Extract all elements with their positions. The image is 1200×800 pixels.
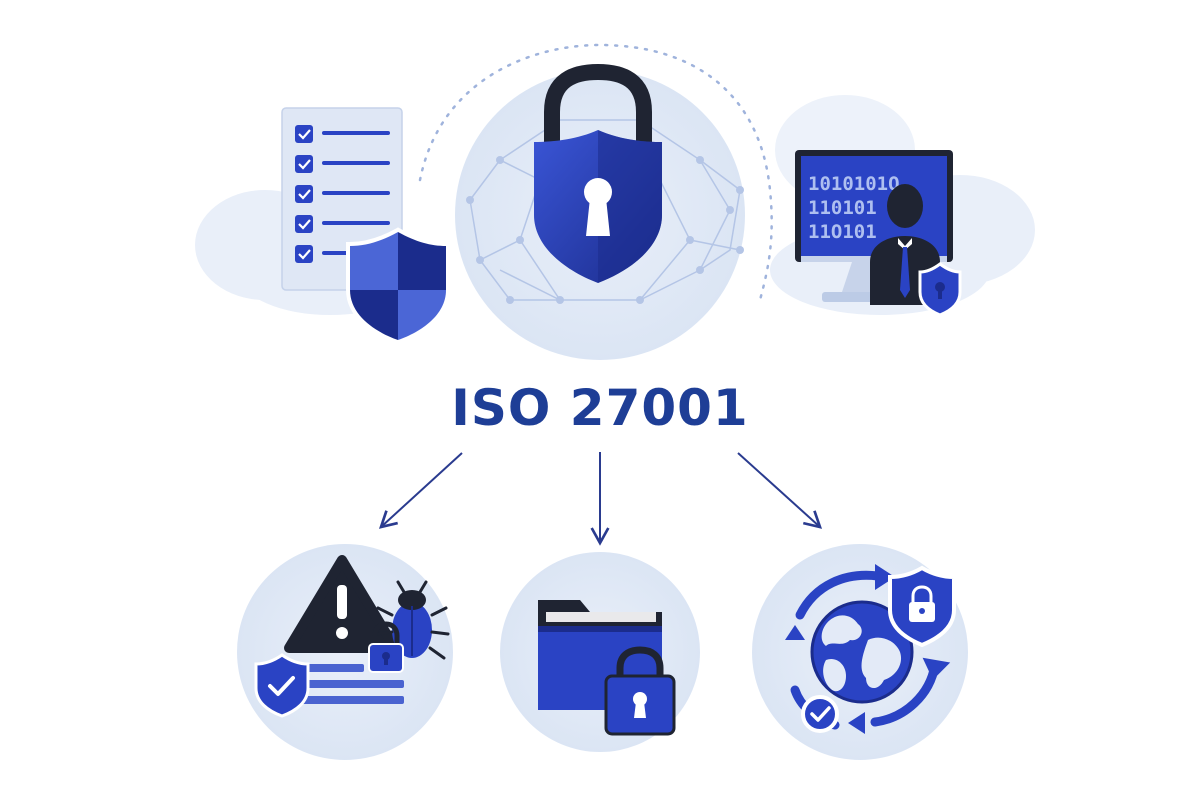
secure-globe-icon [752, 544, 968, 760]
small-padlock-icon [368, 621, 404, 673]
network-nodes [466, 156, 744, 304]
checklist-row [295, 155, 390, 173]
arrows [378, 452, 823, 546]
arrow-right [737, 452, 823, 529]
binary-line-3: 11O101 [808, 221, 877, 243]
keyhole-icon [584, 178, 612, 236]
document-lines [300, 664, 404, 704]
small-lock-shield-icon [918, 262, 962, 317]
check-shield-icon [254, 653, 310, 718]
padlock-shackle [544, 63, 652, 158]
padlock-shield-icon [455, 63, 745, 360]
globe-icon [810, 600, 914, 704]
binary-line-1: 1010101O [808, 173, 900, 195]
diagram-title: ISO 27001 [451, 379, 748, 437]
quartered-shield-icon [346, 227, 450, 345]
checklist-shield-icon [281, 107, 450, 345]
checklist-row [295, 215, 390, 233]
checklist-row [295, 125, 390, 143]
risk-warning-icon [237, 544, 453, 760]
arrow-left [378, 452, 463, 529]
checklist-rows [295, 125, 390, 263]
locked-folder-icon [500, 552, 700, 752]
binary-line-2: 110101 [808, 197, 877, 219]
globe-lock-shield-icon [888, 565, 956, 648]
checklist-row [295, 185, 390, 203]
monitor-user-icon: 1010101O 110101 11O101 [795, 150, 962, 317]
globe-check-badge-icon [801, 695, 839, 733]
folder-padlock-icon [604, 646, 676, 736]
